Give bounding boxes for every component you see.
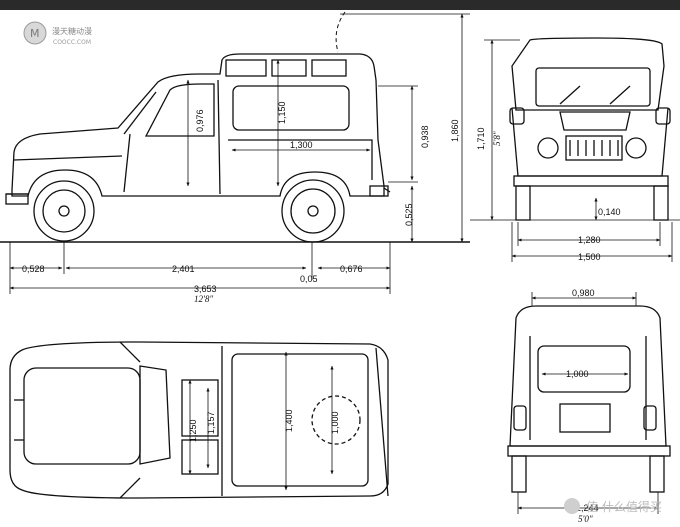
dim-wheelbase: 2,401	[172, 264, 195, 274]
dim-cargo-height: 1,150	[277, 101, 287, 124]
dim-rear-track-imperial: 5'0"	[578, 514, 593, 524]
dim-cargo-floor-width: 1,000	[330, 411, 340, 434]
dim-body-height: 1,710	[476, 127, 486, 150]
dim-plan-width-2: 1,157	[206, 411, 216, 434]
watermark-corner: 值 什么值得买	[564, 498, 662, 514]
watermark-corner-text: 值 什么值得买	[586, 499, 662, 514]
dim-plan-width-1: 1,250	[188, 419, 198, 442]
side-dimension-labels: 0,528 2,401 0,676 0,05 3,653 12'8" 1,300…	[22, 101, 460, 304]
side-view	[5, 53, 391, 243]
dim-rear-track: 1,244	[576, 503, 599, 513]
rear-dimension-labels: 0,980 1,000 1,244 5'0"	[566, 288, 599, 524]
rear-dimensions	[517, 292, 659, 514]
dim-cargo-floor-length: 1,400	[284, 409, 294, 432]
side-dimensions	[9, 13, 470, 294]
front-view	[509, 37, 671, 221]
dim-ground-clearance: 0,140	[598, 207, 621, 217]
dim-load-height: 0,938	[420, 125, 430, 148]
dim-overall-length-imperial: 12'8"	[194, 294, 213, 304]
dim-sill-height: 0,525	[404, 203, 414, 226]
dim-rear-overhang: 0,676	[340, 264, 363, 274]
dim-overall-length: 3,653	[194, 284, 217, 294]
dim-roof-height: 1,860	[450, 119, 460, 142]
dim-front-overhang: 0,528	[22, 264, 45, 274]
front-dimension-labels: 1,710 5'8" 0,140 1,280 1,500	[476, 127, 621, 262]
dim-overall-width: 1,500	[578, 252, 601, 262]
dim-roof-width: 0,980	[572, 288, 595, 298]
top-dimensions	[188, 351, 334, 491]
top-view	[9, 341, 389, 499]
top-dark-bar	[0, 0, 680, 10]
svg-text:M: M	[30, 27, 40, 40]
rear-view	[507, 305, 671, 493]
watermark-brand: 漫天糖动漫	[52, 26, 92, 36]
dim-cargo-length: 1,300	[290, 140, 313, 150]
watermark-url: COOCC.COM	[53, 39, 91, 46]
dim-rear-offset: 0,05	[300, 274, 318, 284]
dim-front-track: 1,280	[578, 235, 601, 245]
watermark-logo: M 漫天糖动漫 COOCC.COM	[23, 21, 92, 46]
top-dimension-labels: 1,250 1,157 1,400 1,000	[188, 409, 340, 442]
dim-door-width: 1,000	[566, 369, 589, 379]
dim-body-height-imperial: 5'8"	[492, 131, 502, 146]
rear-door-swing-arc	[335, 11, 346, 53]
dim-door-height: 0,976	[195, 109, 205, 132]
front-dimensions	[470, 39, 680, 262]
